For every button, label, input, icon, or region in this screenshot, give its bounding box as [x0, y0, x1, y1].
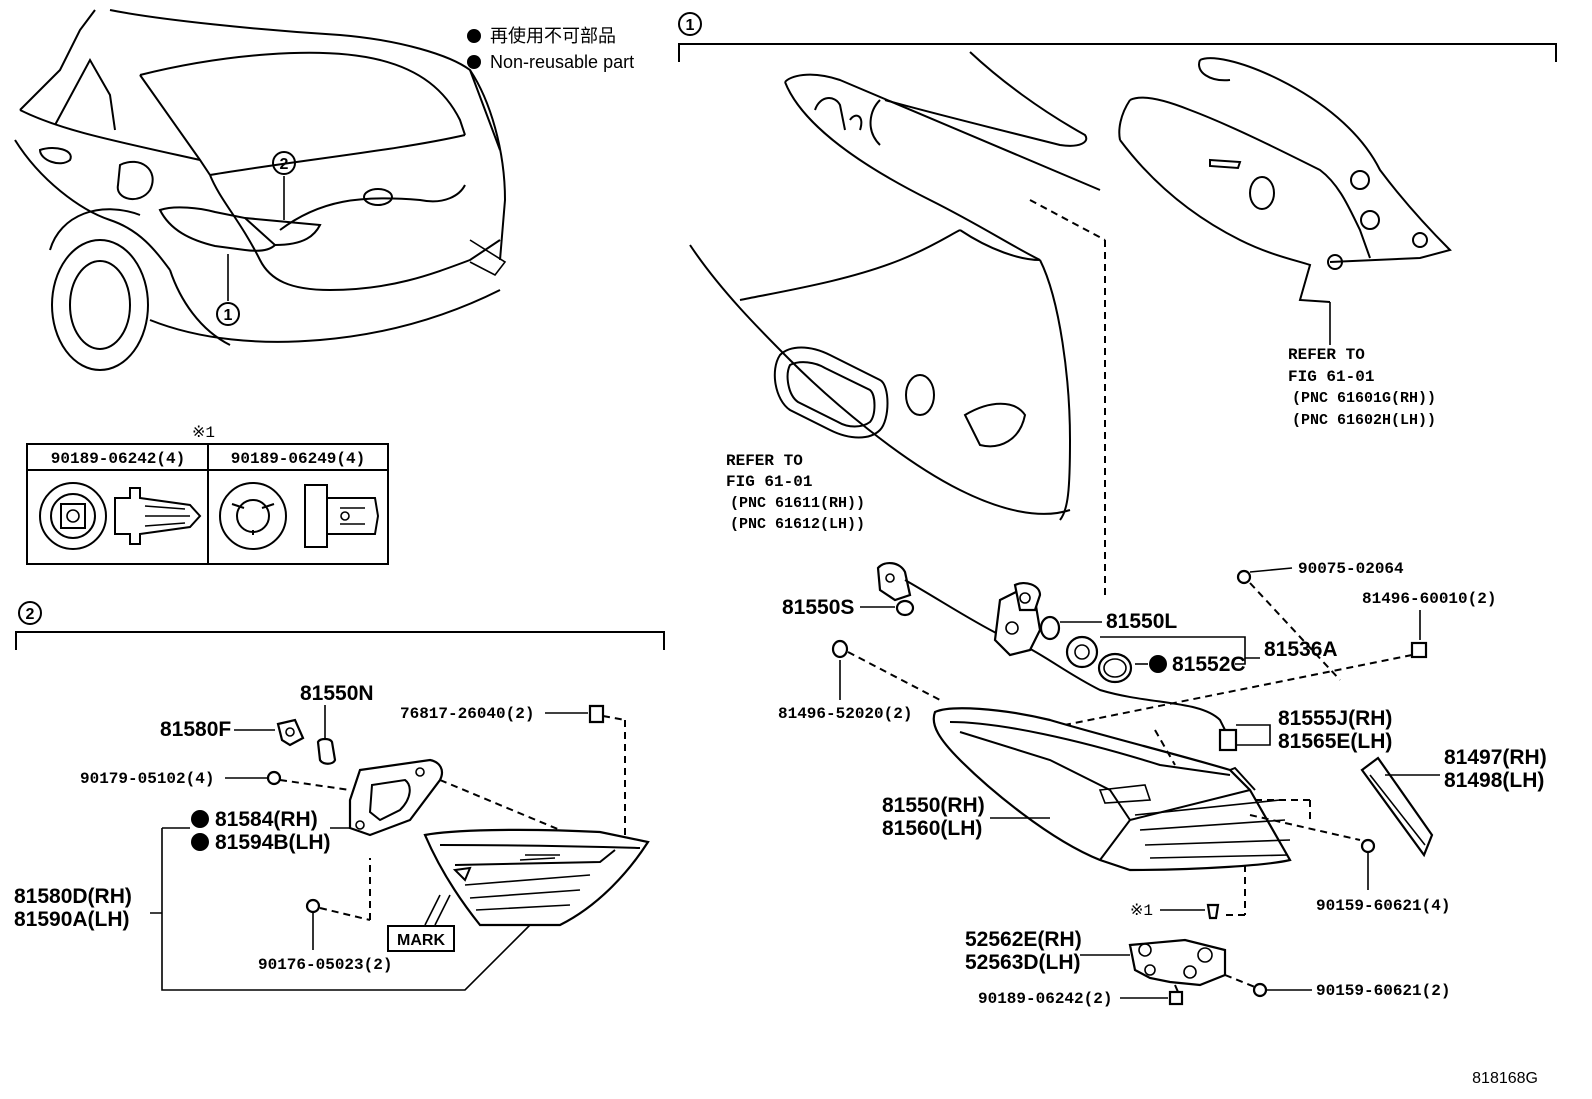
part-90159-60621-4: 90159-60621(4) [1316, 897, 1450, 915]
mark-label: MARK [397, 932, 445, 949]
socket-90189-06242-icon [39, 482, 202, 550]
refer-left-line-2: FIG 61-01 [726, 473, 812, 491]
part-52563D: 52563D(LH) [965, 951, 1081, 974]
part-81496-52020: 81496-52020(2) [778, 705, 912, 723]
legend: 再使用不可部品 Non-reusable part [467, 26, 634, 72]
screw-note-1-icon [1206, 903, 1220, 920]
note-mark: ※1 [192, 424, 215, 442]
clip-76817-26040-icon [588, 704, 605, 724]
section-2-callout-icon [18, 601, 42, 625]
part-81497: 81497(RH) [1444, 746, 1547, 769]
part-81594B: 81594B(LH) [215, 831, 331, 854]
section-2-inner-lamp-assembly: 2 81550N 81580F 76817-26040(2) 90179-051… [14, 601, 665, 991]
part-81580D: 81580D(RH) [14, 885, 132, 908]
nut-81496-52020-icon [831, 639, 849, 659]
callout-2-label: 2 [280, 156, 289, 173]
nut-90179-05102-icon [266, 770, 282, 786]
legend-en: Non-reusable part [490, 52, 634, 72]
part-81550L: 81550L [1106, 610, 1177, 633]
inner-lamp-81580D-icon [423, 828, 650, 927]
figure-id: 818168G [1472, 1070, 1538, 1087]
section-1-callout-icon [678, 12, 702, 36]
section-1-callout-label: 1 [686, 17, 695, 34]
part-90075-02064: 90075-02064 [1298, 560, 1404, 578]
car-rear-view-illustration: 2 1 [14, 9, 507, 371]
part-90179-05102: 90179-05102(4) [80, 770, 214, 788]
part-76817-26040: 76817-26040(2) [400, 705, 534, 723]
bulb-socket-table: ※1 90189-06242(4) 90189-06249(4) [26, 424, 389, 565]
bulb-socket-81536A-icon [1065, 635, 1133, 684]
non-reusable-dot-icon [1149, 655, 1167, 673]
table-header-90189-06249: 90189-06249(4) [231, 450, 365, 468]
part-81496-60010: 81496-60010(2) [1362, 590, 1496, 608]
non-reusable-dot-icon [191, 833, 209, 851]
garnish-81497-icon [1360, 756, 1434, 858]
refer-right-line-2: FIG 61-01 [1288, 368, 1374, 386]
nut-90159-60621-icon [1360, 838, 1376, 854]
part-81555J: 81555J(RH) [1278, 707, 1392, 730]
part-81560: 81560(LH) [882, 817, 982, 840]
bracket-52562E-icon [1128, 938, 1227, 987]
non-reusable-dot-icon [191, 810, 209, 828]
callout-1-label: 1 [224, 307, 233, 324]
callout-2-icon [272, 151, 296, 175]
section-2-callout-label: 2 [26, 606, 35, 623]
part-81590A: 81590A(LH) [14, 908, 130, 931]
nut-90176-05023-icon [305, 898, 321, 914]
refer-left-line-3: (PNC 61611(RH)) [730, 495, 865, 512]
connector-81555J-icon [1218, 728, 1238, 752]
refer-left-line-4: (PNC 61612(LH)) [730, 516, 865, 533]
nut-81496-60010-icon [1410, 641, 1428, 659]
rear-combination-lamp-81550-icon [932, 707, 1292, 872]
table-header-90189-06242: 90189-06242(4) [51, 450, 185, 468]
non-reusable-dot-icon [467, 55, 481, 69]
clip-90075-02064-icon [1236, 569, 1252, 585]
quarter-panel-illustration [689, 51, 1106, 600]
part-90176-05023: 90176-05023(2) [258, 956, 392, 974]
part-81550N: 81550N [300, 682, 374, 705]
callout-1-icon [216, 302, 240, 326]
refer-right-line-3: (PNC 61601G(RH)) [1292, 390, 1436, 407]
nut-90159-60621-2-icon [1252, 982, 1268, 998]
part-81536A: 81536A [1264, 638, 1338, 661]
bulb-81550N-icon [316, 737, 337, 765]
socket-90189-06249-icon [219, 482, 380, 550]
part-81498: 81498(LH) [1444, 769, 1544, 792]
section-1-outer-lamp-assembly: 1 REFER TO FIG 61-01 (PNC 61611(RH)) (PN… [678, 12, 1557, 1008]
refer-right-line-1: REFER TO [1288, 346, 1365, 364]
part-81550S: 81550S [782, 596, 854, 619]
socket-81580F-icon [276, 718, 305, 747]
part-52562E: 52562E(RH) [965, 928, 1082, 951]
part-90189-06242-2: 90189-06242(2) [978, 990, 1112, 1008]
part-81550: 81550(RH) [882, 794, 985, 817]
refer-right-line-4: (PNC 61602H(LH)) [1292, 412, 1436, 429]
luggage-panel-illustration [1118, 57, 1452, 345]
part-90159-60621-2: 90159-60621(2) [1316, 982, 1450, 1000]
screw-90189-06242-icon [1168, 990, 1184, 1006]
refer-left-line-1: REFER TO [726, 452, 803, 470]
note-mark-bracket: ※1 [1130, 902, 1153, 920]
socket-81550L-icon [993, 581, 1061, 657]
gasket-81584-icon [348, 758, 444, 837]
part-81565E: 81565E(LH) [1278, 730, 1392, 753]
part-81584: 81584(RH) [215, 808, 318, 831]
part-81552C: 81552C [1172, 653, 1246, 676]
non-reusable-dot-icon [467, 29, 481, 43]
legend-ja: 再使用不可部品 [490, 26, 616, 46]
part-81580F: 81580F [160, 718, 231, 741]
wire-harness-81550S-icon [876, 562, 1226, 731]
